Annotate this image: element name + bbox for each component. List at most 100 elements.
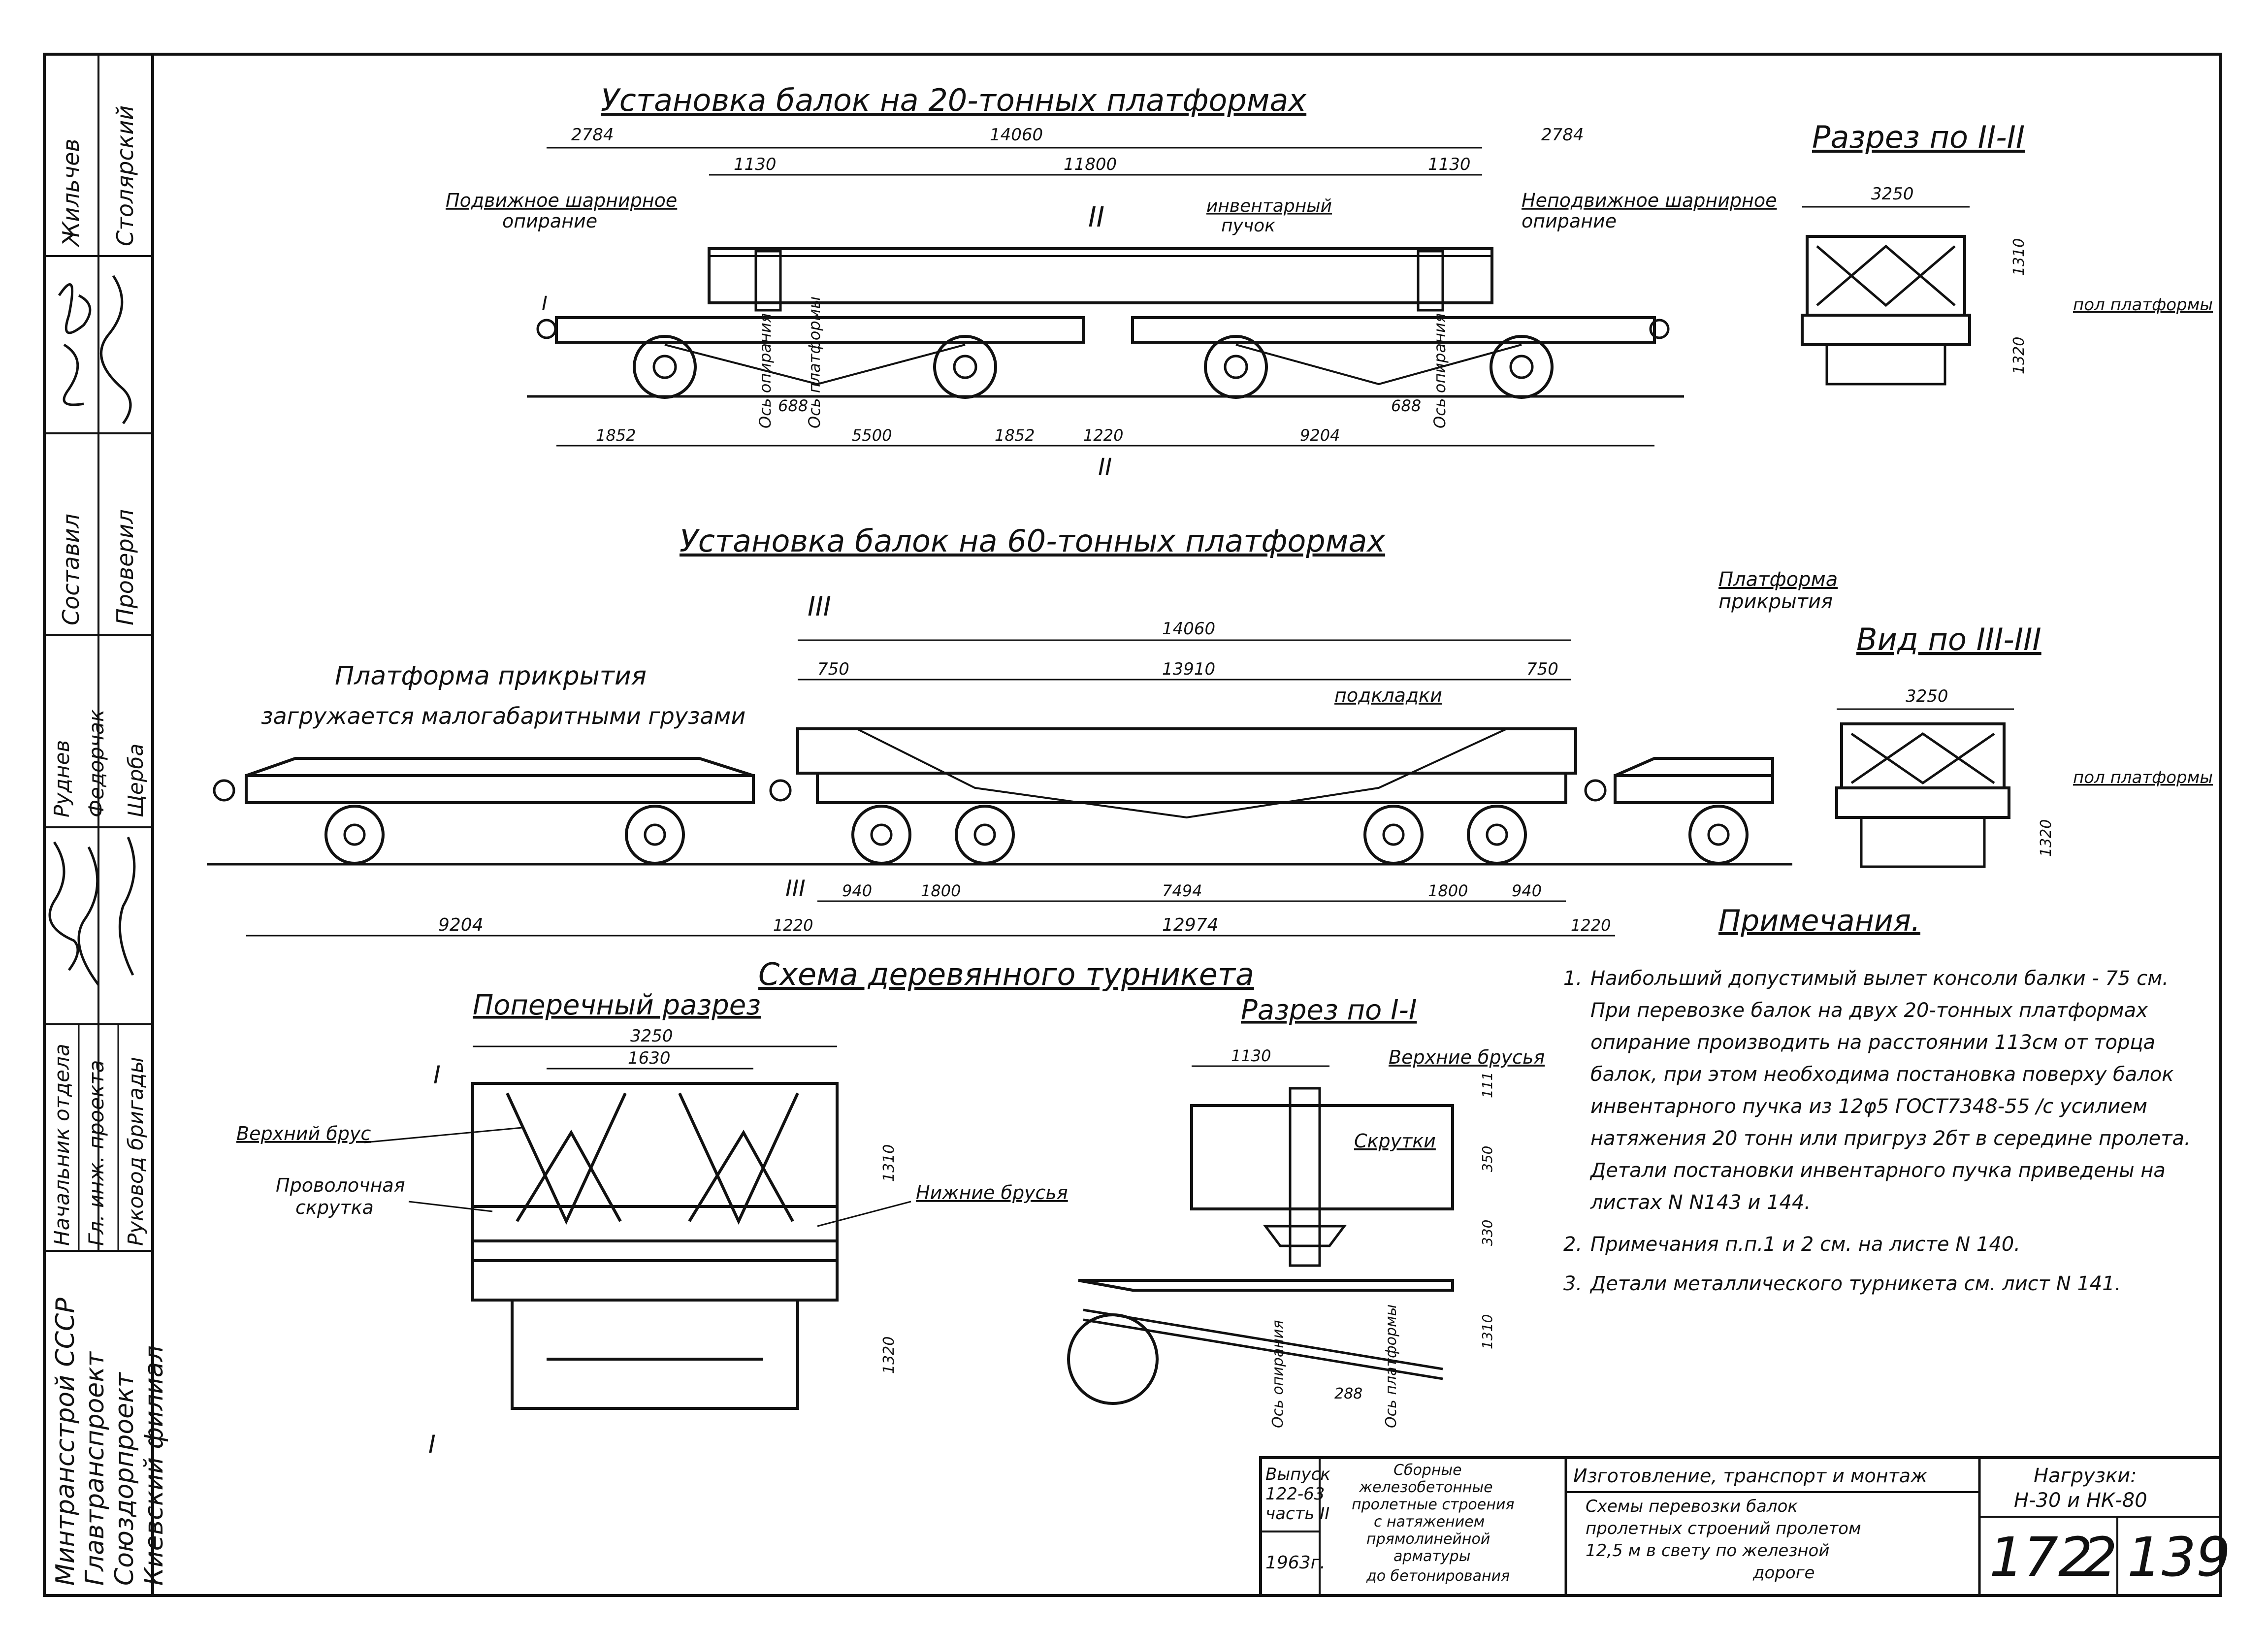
dim-label: 111 — [1479, 1072, 1495, 1098]
dim-label: 1800 — [1428, 881, 1468, 900]
desc-line: прямолинейной — [1366, 1531, 1490, 1548]
dim-label: 9204 — [1300, 426, 1340, 445]
leader — [364, 1127, 522, 1143]
part-number: 2 — [2083, 1526, 2117, 1589]
cover-load — [246, 757, 754, 777]
tie-rope — [856, 728, 1507, 819]
cut-II-bogie — [1825, 343, 1946, 386]
dim-label: 3250 — [1906, 686, 1948, 706]
desc-line: с натяжением — [1374, 1513, 1485, 1531]
notes-title: Примечания. — [1718, 904, 1920, 938]
note-line: опирание производить на расстоянии 113см… — [1590, 1031, 2155, 1054]
platform-60t — [816, 772, 1567, 804]
title-20t: Установка балок на 20-тонных платформах — [601, 82, 1307, 118]
cover-right-label: Платформа — [1718, 568, 1838, 591]
name-label: Жильчев — [58, 138, 84, 248]
coupler — [1649, 319, 1670, 339]
year-label: 1963г. — [1265, 1553, 1326, 1573]
dim-label: 14060 — [990, 125, 1043, 145]
org-line: Союздорпроект — [110, 1371, 139, 1586]
dim-label: 3250 — [630, 1026, 673, 1046]
dim-label: 14060 — [1162, 619, 1215, 639]
cut-I-platform — [1078, 1279, 1454, 1292]
dim-label: 1220 — [1571, 916, 1611, 935]
note-line: листах N N143 и 144. — [1590, 1191, 1811, 1214]
org-line: Минтрансстрой СССР — [51, 1298, 80, 1586]
section-mark-I: I — [542, 293, 548, 315]
note-line: Детали постановки инвентарного пучка при… — [1589, 1159, 2166, 1182]
coupler — [769, 779, 792, 802]
wheel-hub — [644, 823, 666, 846]
sheet-title-line: 12,5 м в свету по железной — [1586, 1541, 1829, 1561]
left-support-label: Подвижное шарнирное — [446, 190, 677, 211]
twists-label: Скрутки — [1354, 1130, 1436, 1152]
section-mark-II: II — [1088, 201, 1104, 233]
title-cut-II: Разрез по II-II — [1812, 119, 2025, 155]
floor-label: пол платформы — [2073, 768, 2213, 787]
cut-I-bars — [1263, 1225, 1347, 1247]
dim-label: 1130 — [1231, 1046, 1271, 1065]
axis-label: Ось платформы — [805, 296, 824, 428]
issue-label: Выпуск — [1265, 1465, 1330, 1484]
role-label: Составил — [58, 514, 84, 625]
dim-label: 1320 — [880, 1336, 898, 1374]
view-III-bogie — [1860, 816, 1986, 868]
axis-label: Ось платформы — [1383, 1304, 1400, 1428]
turnstile-struts — [1850, 732, 1995, 785]
cross-platform — [471, 1259, 839, 1302]
notes-block: 1. Наибольший допустимый вылет консоли б… — [1563, 967, 2191, 1295]
role-label: Проверил — [112, 509, 138, 625]
section-mark-I: I — [433, 1061, 441, 1089]
leader — [408, 1201, 493, 1212]
issue-label: 122-63 — [1265, 1484, 1325, 1504]
name-label: Столярский — [112, 105, 138, 246]
note-number: 1. — [1563, 967, 1582, 990]
pads-label: подкладки — [1334, 684, 1442, 706]
desc-line: пролетные строения — [1352, 1496, 1514, 1513]
title-cut-I: Разрез по I-I — [1241, 994, 1417, 1026]
title-cross-section: Поперечный разрез — [473, 989, 761, 1021]
title-block — [1259, 1456, 2222, 1597]
dim-label: 2784 — [1541, 125, 1584, 145]
cover-left-label: загружается малогабаритными грузами — [261, 703, 745, 729]
loads-label: Н-30 и НК-80 — [2014, 1489, 2147, 1512]
dim-label: 1310 — [880, 1144, 898, 1182]
signature — [77, 846, 100, 986]
turnstile-struts — [1816, 244, 1956, 307]
role-label: Руковод бригады — [124, 1057, 148, 1246]
beam-20t — [708, 247, 1493, 304]
coupler — [1584, 779, 1607, 802]
note-line: При перевозке балок на двух 20-тонных пл… — [1590, 999, 2148, 1022]
dim-label: 1220 — [773, 916, 813, 935]
note-line: Примечания п.п.1 и 2 см. на листе N 140. — [1590, 1233, 2020, 1256]
cut-II-beam — [1806, 235, 1966, 317]
truss-rod — [664, 344, 1522, 386]
dim-label: 1852 — [596, 426, 636, 445]
bundle-label: пучок — [1221, 216, 1275, 236]
cut-II-platform — [1801, 314, 1971, 346]
cover-right-label: прикрытия — [1718, 590, 1833, 613]
dim-label: 1220 — [1083, 426, 1123, 445]
dim-label: 940 — [842, 881, 872, 900]
cover-platform-right — [1614, 774, 1774, 804]
dim-label: 1320 — [2010, 337, 2028, 374]
axis-label: Ось опирания — [1269, 1320, 1287, 1428]
sheet-number: 139 — [2127, 1526, 2231, 1589]
section-mark-II: II — [1098, 454, 1112, 481]
dim-label: 1800 — [921, 881, 961, 900]
note-line: инвентарного пучка из 12φ5 ГОСТ7348-55 /… — [1590, 1095, 2147, 1118]
dim-label: 3250 — [1871, 184, 1914, 204]
right-support-label: Неподвижное шарнирное — [1522, 190, 1777, 211]
top-bar-label: Верхний брус — [236, 1123, 371, 1144]
cover-left-label: Платформа прикрытия — [335, 661, 647, 691]
wheel-hub — [1707, 823, 1730, 846]
issue-label: часть II — [1265, 1504, 1329, 1524]
wheel-hub — [343, 823, 366, 846]
cut-I-beam — [1190, 1104, 1454, 1210]
floor-label: пол платформы — [2073, 295, 2213, 315]
support-block — [1417, 250, 1444, 312]
note-line: балок, при этом необходима постановка по… — [1590, 1063, 2173, 1086]
section-mark-III: III — [785, 875, 806, 902]
wheel — [625, 805, 685, 865]
